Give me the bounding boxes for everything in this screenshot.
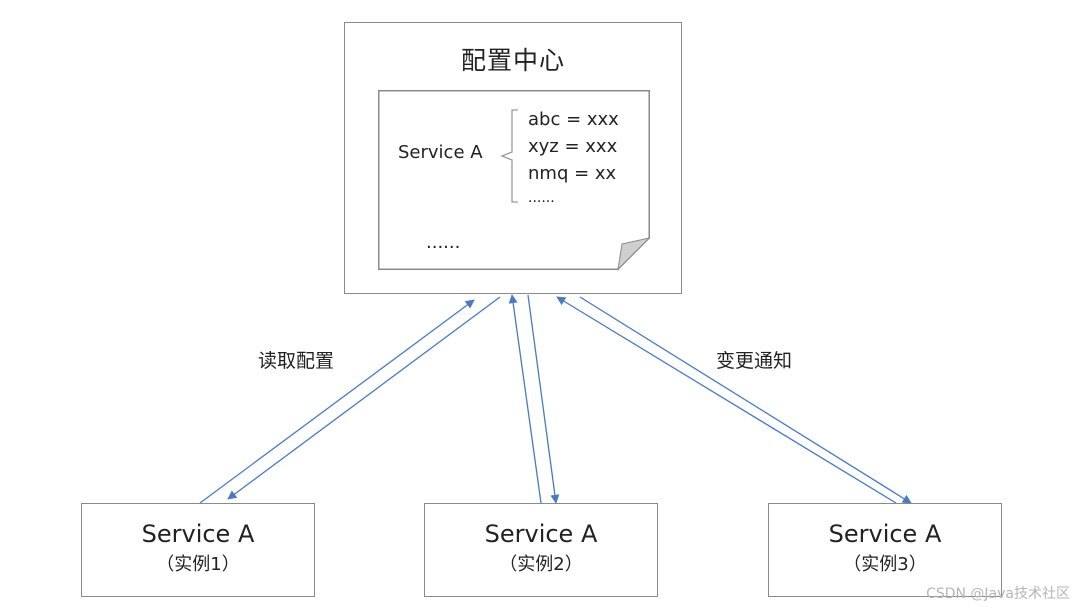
doc-entry: xyz = xxx — [528, 136, 618, 157]
arrow-config-to-instance2 — [527, 294, 560, 504]
edge-label-read-config: 读取配置 — [258, 350, 335, 372]
doc-entry: abc = xxx — [528, 109, 619, 130]
document-shape — [378, 90, 651, 271]
instance-name: Service A — [828, 520, 942, 548]
instance-sub: （实例2） — [499, 554, 583, 575]
config-document: Service A abc = xxx xyz = xxx nmq = xx .… — [378, 90, 651, 271]
config-center-title: 配置中心 — [460, 46, 565, 75]
service-instance-3: Service A （实例3） — [768, 503, 1002, 597]
doc-service-label: Service A — [398, 142, 483, 163]
instance-sub: （实例1） — [156, 554, 240, 575]
doc-entry: nmq = xx — [528, 163, 617, 184]
watermark: CSDN @Java技术社区 — [926, 586, 1070, 602]
instance-name: Service A — [484, 520, 598, 548]
brace-icon — [500, 109, 518, 203]
arrow-config-to-instance1 — [227, 296, 501, 500]
arrow-instance3-to-config — [556, 296, 897, 504]
arrow-instance1-to-config — [199, 299, 475, 504]
instance-sub: （实例3） — [843, 554, 927, 575]
arrow-instance2-to-config — [508, 294, 542, 504]
arrow-config-to-instance3 — [579, 296, 912, 504]
service-instance-1: Service A （实例1） — [81, 503, 315, 597]
instance-name: Service A — [141, 520, 255, 548]
doc-entries: abc = xxx xyz = xxx nmq = xx ...... — [528, 106, 619, 209]
doc-ellipsis: ...... — [426, 232, 461, 253]
edge-label-change-notify: 变更通知 — [716, 350, 793, 372]
service-instance-2: Service A （实例2） — [424, 503, 658, 597]
doc-entry: ...... — [528, 190, 555, 206]
